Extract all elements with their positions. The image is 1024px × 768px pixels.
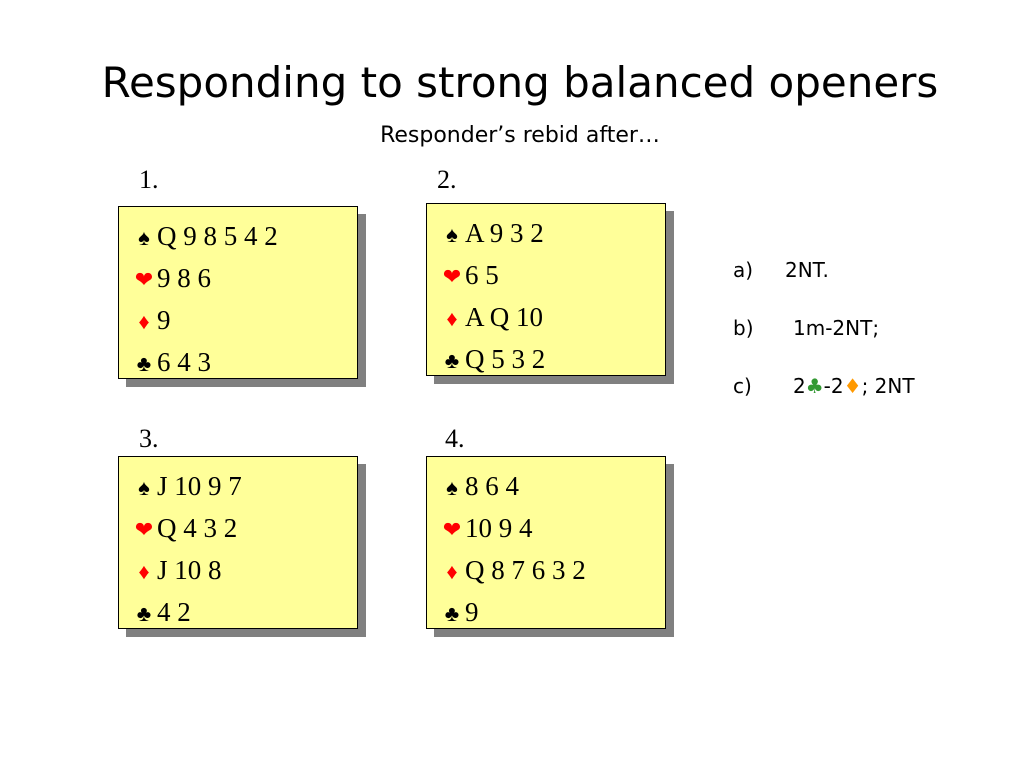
option-b-text: 1m-2NT; [793, 316, 880, 340]
hand-1-clubs: 6 4 3 [157, 347, 211, 377]
heart-icon: ❤ [134, 517, 154, 542]
heart-icon: ❤ [442, 264, 462, 289]
hand-1-box: ♠Q 9 8 5 4 2 ❤9 8 6 ♦9 ♣6 4 3 [118, 206, 358, 379]
hand-1-hearts-row: ❤9 8 6 [131, 257, 357, 299]
hand-2-hearts: 6 5 [465, 260, 499, 290]
hand-2-number: 2. [437, 165, 457, 194]
hand-4-hearts: 10 9 4 [465, 513, 533, 543]
diamond-icon: ♦ [446, 559, 458, 584]
hand-3-diamonds: J 10 8 [157, 555, 222, 585]
hand-4-box: ♠ 8 6 4 ❤10 9 4 ♦ Q 8 7 6 3 2 ♣9 [426, 456, 666, 629]
hand-3-spades-row: ♠ J 10 9 7 [131, 465, 357, 507]
hand-1-clubs-row: ♣6 4 3 [131, 341, 357, 383]
spade-icon: ♠ [138, 225, 150, 250]
hand-1-spades: Q 9 8 5 4 2 [157, 221, 278, 251]
option-a-letter: a) [733, 258, 754, 282]
diamond-icon: ♦ [446, 306, 458, 331]
diamond-icon: ♦ [138, 559, 150, 584]
spade-icon: ♠ [446, 222, 458, 247]
hand-4-hearts-row: ❤10 9 4 [439, 507, 665, 549]
spade-icon: ♠ [138, 475, 150, 500]
hand-1-hearts: 9 8 6 [157, 263, 211, 293]
hand-4-number: 4. [445, 424, 465, 453]
option-a: a) 2NT. [733, 250, 915, 308]
club-icon: ♣ [444, 601, 460, 626]
hand-2-spades-row: ♠ A 9 3 2 [439, 212, 665, 254]
spade-icon: ♠ [446, 475, 458, 500]
option-c-post: ; 2NT [861, 374, 915, 398]
hand-2-hearts-row: ❤6 5 [439, 254, 665, 296]
hand-2-box: ♠ A 9 3 2 ❤6 5 ♦ A Q 10 ♣Q 5 3 2 [426, 203, 666, 376]
option-b: b) 1m-2NT; [733, 308, 915, 366]
option-c: c) 2♣-2♦; 2NT [733, 366, 915, 424]
hand-3-box: ♠ J 10 9 7 ❤Q 4 3 2 ♦ J 10 8 ♣4 2 [118, 456, 358, 629]
option-c-pre: 2 [793, 374, 806, 398]
club-icon: ♣ [444, 348, 460, 373]
club-icon: ♣ [136, 601, 152, 626]
hand-3-hearts-row: ❤Q 4 3 2 [131, 507, 357, 549]
heart-icon: ❤ [442, 517, 462, 542]
club-icon: ♣ [136, 351, 152, 376]
hand-1-diamonds: 9 [157, 305, 171, 335]
slide-title: Responding to strong balanced openers [101, 58, 939, 107]
option-c-letter: c) [733, 374, 752, 398]
option-a-text: 2NT. [785, 258, 829, 282]
hand-3-clubs-row: ♣4 2 [131, 591, 357, 633]
club-icon: ♣ [805, 374, 824, 398]
option-b-letter: b) [733, 316, 754, 340]
diamond-icon: ♦ [138, 309, 150, 334]
hand-4-diamonds-row: ♦ Q 8 7 6 3 2 [439, 549, 665, 591]
hand-3-hearts: Q 4 3 2 [157, 513, 238, 543]
hand-1-diamonds-row: ♦9 [131, 299, 357, 341]
hand-2-diamonds-row: ♦ A Q 10 [439, 296, 665, 338]
diamond-icon: ♦ [843, 374, 862, 398]
hand-2-diamonds: A Q 10 [465, 302, 544, 332]
hand-4-spades-row: ♠ 8 6 4 [439, 465, 665, 507]
hand-3-diamonds-row: ♦ J 10 8 [131, 549, 357, 591]
hand-4-clubs: 9 [465, 597, 479, 627]
hand-3-spades: J 10 9 7 [157, 471, 242, 501]
heart-icon: ❤ [134, 267, 154, 292]
hand-3-clubs: 4 2 [157, 597, 191, 627]
hand-3-number: 3. [139, 424, 159, 453]
options-list: a) 2NT. b) 1m-2NT; c) 2♣-2♦; 2NT [733, 250, 915, 424]
slide-subtitle: Responder’s rebid after… [380, 123, 660, 148]
hand-4-diamonds: Q 8 7 6 3 2 [465, 555, 586, 585]
hand-2-spades: A 9 3 2 [465, 218, 544, 248]
hand-4-clubs-row: ♣9 [439, 591, 665, 633]
hand-4-spades: 8 6 4 [465, 471, 519, 501]
hand-2-clubs: Q 5 3 2 [465, 344, 546, 374]
hand-2-clubs-row: ♣Q 5 3 2 [439, 338, 665, 380]
hand-1-number: 1. [139, 165, 159, 194]
hand-1-spades-row: ♠ Q 9 8 5 4 2 [131, 215, 357, 257]
option-c-mid: -2 [823, 374, 844, 398]
